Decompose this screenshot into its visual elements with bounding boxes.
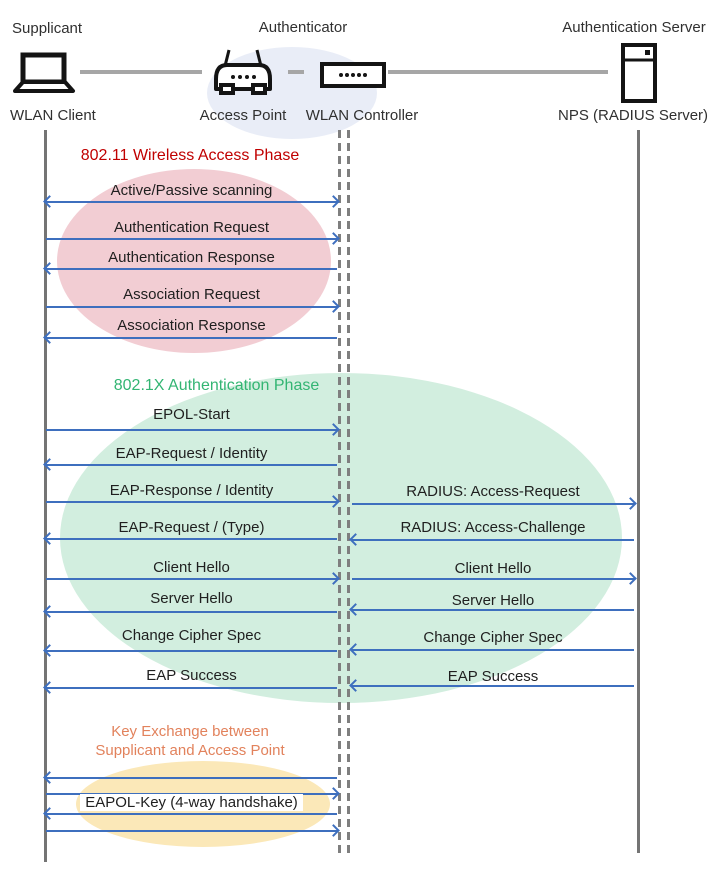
lifeline-wlan-client bbox=[44, 130, 47, 862]
message-arrow bbox=[43, 681, 337, 694]
message-arrow bbox=[46, 300, 340, 313]
message-arrow bbox=[352, 572, 637, 585]
lifeline-radius-server bbox=[637, 130, 640, 853]
message-arrow bbox=[349, 643, 634, 656]
connector-ap-to-controller bbox=[288, 70, 304, 74]
message-label: Client Hello bbox=[454, 560, 532, 577]
message-arrow bbox=[352, 497, 637, 510]
connector-client-to-ap bbox=[80, 70, 202, 74]
wlan-controller-icon bbox=[320, 62, 386, 88]
message-label: RADIUS: Access-Challenge bbox=[400, 519, 586, 536]
connector-controller-to-server bbox=[388, 70, 608, 74]
role-label-authentication-server: Authentication Server bbox=[562, 19, 706, 36]
message-label: Association Response bbox=[117, 317, 266, 334]
message-arrow bbox=[349, 533, 634, 546]
message-label: Client Hello bbox=[153, 559, 230, 576]
device-label-access-point: Access Point bbox=[199, 107, 287, 124]
message-label: Change Cipher Spec bbox=[423, 629, 563, 646]
message-label: Authentication Response bbox=[108, 249, 275, 266]
message-arrow bbox=[46, 232, 340, 245]
phase3-title-line1: Key Exchange between bbox=[111, 723, 269, 740]
lifeline-wlan-controller-outer bbox=[338, 130, 341, 856]
message-arrow bbox=[46, 572, 340, 585]
server-icon bbox=[620, 43, 658, 103]
device-label-nps-radius-server: NPS (RADIUS Server) bbox=[558, 107, 709, 124]
message-arrow bbox=[46, 495, 340, 508]
phase3-title-line2: Supplicant and Access Point bbox=[95, 742, 285, 759]
message-label: EAP-Request / (Type) bbox=[118, 519, 265, 536]
message-arrow bbox=[43, 262, 337, 275]
message-arrow bbox=[43, 532, 337, 545]
message-arrow bbox=[43, 458, 337, 471]
message-arrow bbox=[43, 195, 340, 208]
laptop-icon bbox=[12, 52, 76, 94]
message-label: Server Hello bbox=[451, 592, 535, 609]
message-arrow bbox=[46, 824, 340, 837]
message-arrow bbox=[46, 423, 340, 436]
device-label-wlan-client: WLAN Client bbox=[10, 107, 96, 124]
phase1-title: 802.11 Wireless Access Phase bbox=[80, 147, 300, 164]
message-label: Authentication Request bbox=[113, 219, 270, 236]
message-label: Server Hello bbox=[150, 590, 233, 607]
phase2-title: 802.1X Authentication Phase bbox=[113, 377, 320, 394]
message-label: EAP Success bbox=[447, 668, 539, 685]
message-label: EAPOL-Key (4-way handshake) bbox=[46, 794, 337, 811]
phase3-title: Key Exchange between Supplicant and Acce… bbox=[75, 722, 305, 760]
message-label: RADIUS: Access-Request bbox=[406, 483, 580, 500]
message-label: EAP-Response / Identity bbox=[109, 482, 274, 499]
message-arrow bbox=[43, 807, 337, 820]
lifeline-wlan-controller-inner bbox=[347, 130, 350, 856]
message-arrow bbox=[349, 679, 634, 692]
role-label-supplicant: Supplicant bbox=[12, 20, 83, 37]
message-label: Change Cipher Spec bbox=[121, 627, 262, 644]
message-arrow bbox=[43, 331, 337, 344]
message-arrow bbox=[43, 605, 337, 618]
message-label: EAP Success bbox=[146, 667, 237, 684]
device-label-wlan-controller: WLAN Controller bbox=[305, 107, 419, 124]
access-point-icon bbox=[210, 48, 276, 98]
message-label: EAP-Request / Identity bbox=[115, 445, 268, 462]
phase1-ellipse bbox=[57, 169, 331, 353]
message-label: EPOL-Start bbox=[153, 406, 230, 423]
message-arrow bbox=[349, 603, 634, 616]
message-arrow bbox=[43, 644, 337, 657]
role-label-authenticator: Authenticator bbox=[258, 19, 348, 36]
message-label: Association Request bbox=[123, 286, 260, 303]
message-label: Active/Passive scanning bbox=[110, 182, 273, 199]
message-arrow bbox=[43, 771, 337, 784]
